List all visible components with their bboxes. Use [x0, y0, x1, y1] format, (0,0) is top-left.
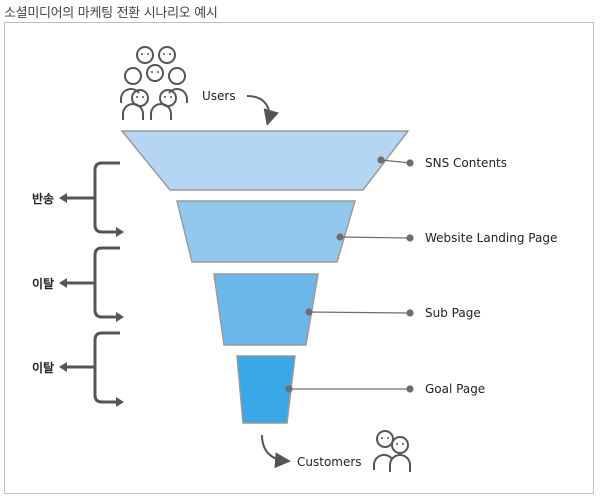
stage-label-website-landing-page: Website Landing Page	[425, 231, 557, 245]
stage-label-sns-contents: SNS Contents	[425, 156, 507, 170]
stage-label-sub-page: Sub Page	[425, 306, 481, 320]
customers-label: Customers	[297, 455, 362, 469]
users-label: Users	[202, 89, 236, 103]
customers-icon	[373, 430, 411, 472]
funnel-stage-sns-contents	[120, 130, 410, 191]
funnel-stage-sub-page	[213, 273, 319, 346]
funnel-stage-goal-page	[236, 355, 296, 424]
bracket-arrow-icon	[93, 161, 120, 234]
side-label-exit-1: 이탈	[32, 276, 54, 291]
funnel-stage-website-landing-page	[176, 200, 357, 263]
page-title: 소셜미디어의 마케팅 전환 시나리오 예시	[4, 6, 218, 21]
side-label-exit-2: 이탈	[32, 360, 54, 375]
bracket-arrow-icon	[93, 246, 120, 319]
side-label-bounce: 반송	[32, 191, 54, 206]
bracket-arrow-icon	[93, 331, 120, 404]
users-group-icon	[120, 46, 188, 120]
curved-arrow-icon	[246, 95, 279, 126]
curved-arrow-icon	[261, 434, 291, 469]
stage-label-goal-page: Goal Page	[425, 382, 485, 396]
